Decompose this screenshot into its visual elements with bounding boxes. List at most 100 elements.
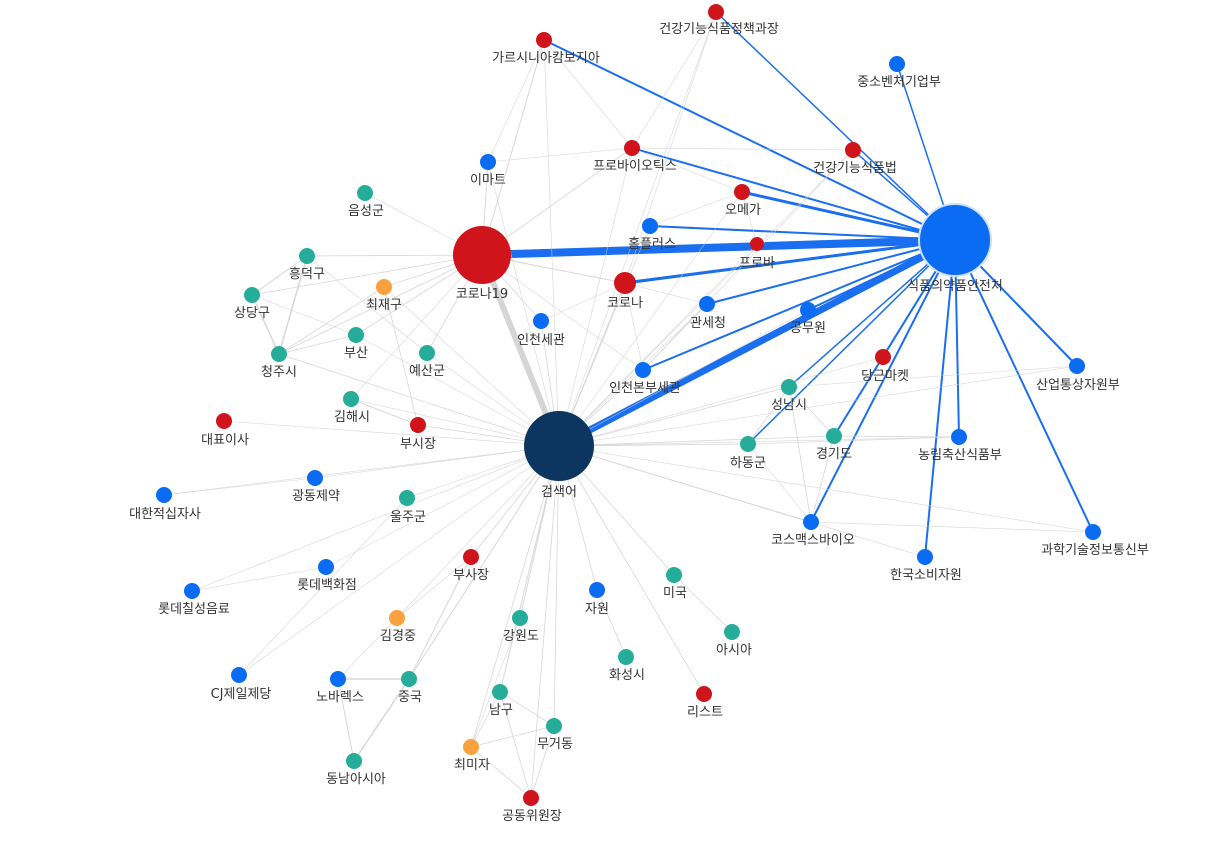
node-co-chair[interactable]: 공동위원장 bbox=[502, 790, 562, 824]
node-heungdeok[interactable]: 흥덕구 bbox=[289, 248, 325, 282]
node-motie[interactable]: 산업통상자원부 bbox=[1036, 358, 1120, 393]
node-usa[interactable]: 미국 bbox=[663, 567, 687, 601]
node-hf-law-label: 건강기능식품법 bbox=[813, 161, 897, 176]
edge-search-term-hf-policy-div bbox=[558, 11, 717, 447]
edge-search-term-motie bbox=[558, 365, 1078, 447]
edge-gyeonggi-food-drug-agency bbox=[833, 239, 956, 437]
node-omega[interactable]: 오메가 bbox=[725, 184, 761, 218]
node-gimhae[interactable]: 김해시 bbox=[334, 391, 370, 425]
node-kwangdong[interactable]: 광동제약 bbox=[292, 470, 340, 504]
edge-search-term-lotte-dept bbox=[325, 445, 560, 568]
node-karrot[interactable]: 당근마켓 bbox=[861, 349, 909, 384]
node-probiotics[interactable]: 프로바이오틱스 bbox=[593, 140, 677, 174]
node-novarex-label: 노바렉스 bbox=[316, 690, 364, 705]
node-vice-president[interactable]: 부사장 bbox=[453, 549, 489, 583]
node-choi-mija[interactable]: 최미자 bbox=[454, 739, 490, 773]
node-kim-gyeongjung-marker bbox=[389, 610, 405, 626]
node-list[interactable]: 리스트 bbox=[687, 686, 723, 720]
node-mugeo[interactable]: 무거동 bbox=[537, 718, 573, 752]
node-usa-marker bbox=[666, 567, 682, 583]
node-namgu[interactable]: 남구 bbox=[489, 684, 513, 718]
edge-search-term-list bbox=[558, 445, 705, 695]
node-asia-label: 아시아 bbox=[716, 643, 752, 658]
node-sme-ministry-label: 중소벤처기업부 bbox=[857, 75, 941, 90]
node-ulju[interactable]: 울주군 bbox=[390, 490, 426, 525]
node-hf-policy-div[interactable]: 건강기능식품정책과장 bbox=[659, 4, 779, 37]
node-homeplus-label: 홈플러스 bbox=[628, 237, 676, 252]
node-lotte-dept[interactable]: 롯데백화점 bbox=[297, 559, 357, 593]
node-hwaseong[interactable]: 화성시 bbox=[609, 649, 645, 683]
edge-homeplus-omega bbox=[649, 191, 743, 227]
node-cheongju[interactable]: 청주시 bbox=[261, 346, 297, 380]
node-se-asia-marker bbox=[346, 753, 362, 769]
node-resource[interactable]: 자원 bbox=[585, 582, 609, 617]
node-china[interactable]: 중국 bbox=[398, 671, 422, 705]
node-incheon-customs[interactable]: 인천세관 bbox=[517, 313, 565, 348]
node-sme-ministry-marker bbox=[889, 56, 905, 72]
node-list-label: 리스트 bbox=[687, 705, 723, 720]
node-gangwon[interactable]: 강원도 bbox=[503, 610, 539, 644]
node-cj-marker bbox=[231, 667, 247, 683]
node-consumer-agency[interactable]: 한국소비자원 bbox=[890, 549, 962, 583]
node-homeplus[interactable]: 홈플러스 bbox=[628, 218, 676, 252]
node-seongnam-marker bbox=[781, 379, 797, 395]
node-lotte-chilsung[interactable]: 롯데칠성음료 bbox=[158, 583, 230, 617]
edge-search-term-namgu bbox=[499, 445, 560, 693]
edge-probi-omega bbox=[741, 191, 758, 245]
node-cosmax-marker bbox=[803, 514, 819, 530]
node-msit[interactable]: 과학기술정보통신부 bbox=[1041, 524, 1149, 558]
edge-search-term-red-cross bbox=[163, 445, 560, 496]
node-food-drug-agency-marker bbox=[918, 203, 992, 277]
node-search-term[interactable]: 검색어 bbox=[524, 411, 594, 500]
node-msit-label: 과학기술정보통신부 bbox=[1041, 543, 1149, 558]
node-msit-marker bbox=[1085, 524, 1101, 540]
node-official[interactable]: 공무원 bbox=[790, 302, 826, 336]
edge-covid19-cheongju bbox=[278, 254, 483, 355]
node-food-drug-agency[interactable]: 식품의약품안전처 bbox=[907, 203, 1003, 294]
edge-search-term-co-chair bbox=[530, 445, 560, 799]
node-busan[interactable]: 부산 bbox=[344, 327, 368, 361]
node-hf-law[interactable]: 건강기능식품법 bbox=[813, 142, 897, 176]
node-se-asia[interactable]: 동남아시아 bbox=[326, 753, 386, 787]
node-probiotics-label: 프로바이오틱스 bbox=[593, 159, 677, 174]
node-sangdang[interactable]: 상당구 bbox=[234, 287, 270, 321]
node-covid19[interactable]: 코로나19 bbox=[453, 226, 511, 302]
node-gimhae-label: 김해시 bbox=[334, 410, 370, 425]
edge-search-term-omega bbox=[558, 191, 743, 447]
node-gyeonggi[interactable]: 경기도 bbox=[816, 428, 852, 462]
node-cheongju-marker bbox=[271, 346, 287, 362]
node-seongnam-label: 성남시 bbox=[771, 398, 807, 413]
edge-resource-hwaseong bbox=[596, 589, 627, 658]
node-sme-ministry[interactable]: 중소벤처기업부 bbox=[857, 56, 941, 90]
edge-mugeo-co-chair bbox=[530, 725, 555, 799]
edge-search-term-gyeonggi bbox=[558, 435, 835, 447]
node-cosmax[interactable]: 코스맥스바이오 bbox=[771, 514, 855, 548]
node-mafra[interactable]: 농림축산식품부 bbox=[918, 429, 1002, 463]
node-incheon-hq-customs[interactable]: 인천본부세관 bbox=[609, 362, 681, 396]
node-novarex[interactable]: 노바렉스 bbox=[316, 671, 364, 705]
node-corona[interactable]: 코로나 bbox=[607, 272, 643, 311]
node-seongnam[interactable]: 성남시 bbox=[771, 379, 807, 413]
node-choi-jaegu[interactable]: 최재구 bbox=[366, 279, 402, 313]
node-asia[interactable]: 아시아 bbox=[716, 624, 752, 658]
node-cj[interactable]: CJ제일제당 bbox=[211, 667, 272, 702]
node-kim-gyeongjung[interactable]: 김경중 bbox=[380, 610, 416, 644]
node-china-label: 중국 bbox=[398, 690, 422, 705]
node-gangwon-label: 강원도 bbox=[503, 629, 539, 644]
node-garcinia[interactable]: 가르시니아캄보지아 bbox=[492, 32, 600, 66]
node-vice-mayor[interactable]: 부시장 bbox=[400, 417, 436, 452]
node-yesan[interactable]: 예산군 bbox=[409, 345, 445, 379]
node-busan-label: 부산 bbox=[344, 346, 368, 361]
node-red-cross[interactable]: 대한적십자사 bbox=[129, 487, 201, 522]
node-eumseong[interactable]: 음성군 bbox=[348, 185, 384, 219]
node-emart[interactable]: 이마트 bbox=[470, 154, 506, 188]
node-hadong[interactable]: 하동군 bbox=[730, 436, 766, 471]
edge-seongnam-cosmax bbox=[788, 386, 812, 523]
node-ceo[interactable]: 대표이사 bbox=[201, 413, 249, 448]
node-consumer-agency-label: 한국소비자원 bbox=[890, 568, 962, 583]
node-probi[interactable]: 프로바 bbox=[739, 237, 775, 271]
node-customs[interactable]: 관세청 bbox=[690, 296, 726, 331]
edge-seongnam-motie bbox=[788, 365, 1078, 388]
edge-probiotics-food-drug-agency bbox=[631, 147, 956, 241]
edge-search-term-busan bbox=[355, 334, 560, 447]
